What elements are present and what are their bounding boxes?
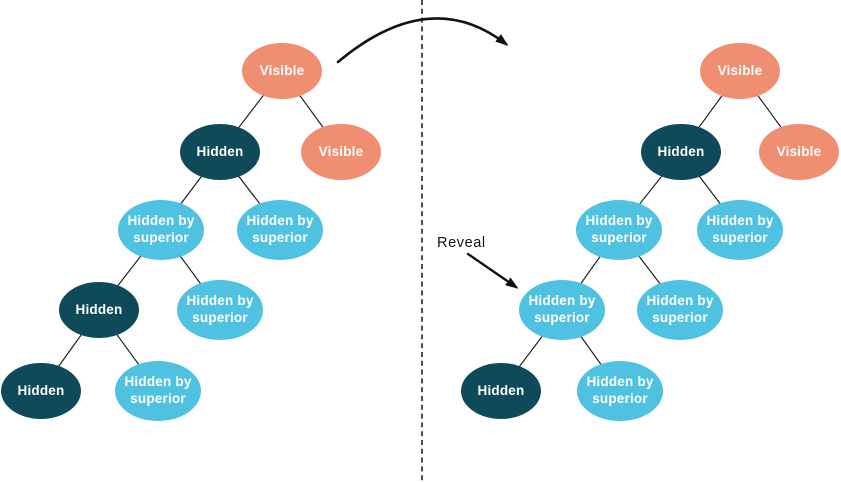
after-tree-node-visible: Visible — [700, 43, 780, 99]
after-tree-node-hidden: Hidden — [461, 363, 541, 419]
reveal-label: Reveal — [437, 235, 486, 251]
before-tree-node-hidden_by_superior: Hidden by superior — [177, 280, 263, 340]
transform-arrow — [336, 17, 509, 64]
before-tree-node-hidden: Hidden — [1, 363, 81, 419]
after-tree-node-hidden_by_superior: Hidden by superior — [577, 361, 663, 421]
before-tree-node-hidden_by_superior: Hidden by superior — [237, 200, 323, 260]
before-tree-node-visible: Visible — [301, 124, 381, 180]
before-tree-node-hidden_by_superior: Hidden by superior — [118, 200, 204, 260]
reveal-arrow — [466, 252, 519, 289]
after-tree-node-hidden: Hidden — [641, 124, 721, 180]
before-tree-node-hidden: Hidden — [180, 124, 260, 180]
before-tree-node-hidden_by_superior: Hidden by superior — [115, 361, 201, 421]
after-tree-node-visible: Visible — [759, 124, 839, 180]
after-tree-node-hidden_by_superior: Hidden by superior — [519, 280, 605, 340]
after-tree-node-hidden_by_superior: Hidden by superior — [637, 280, 723, 340]
after-tree-node-hidden_by_superior: Hidden by superior — [576, 200, 662, 260]
after-tree-node-hidden_by_superior: Hidden by superior — [697, 200, 783, 260]
before-tree-node-hidden: Hidden — [59, 282, 139, 338]
before-tree-node-visible: Visible — [242, 43, 322, 99]
